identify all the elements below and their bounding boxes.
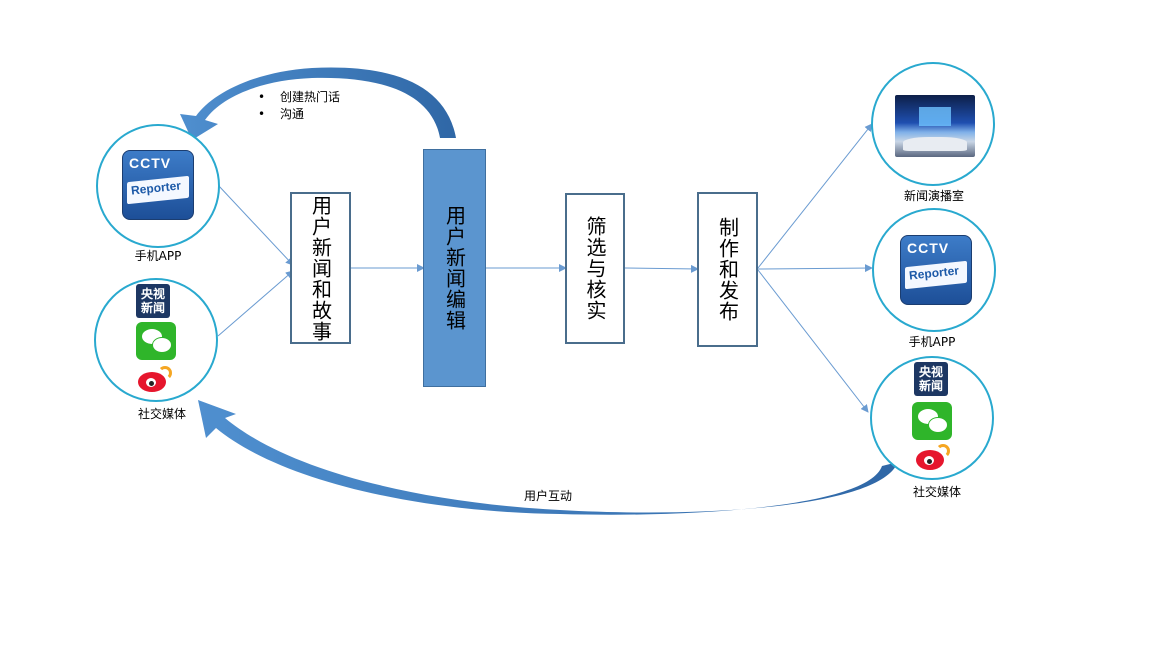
top-arrow-bullets: •创建热门话 •沟通 — [258, 88, 340, 122]
node-user-news-stories: 用户新闻和故事 — [290, 192, 351, 344]
cctv-reporter-icon: CCTV Reporter — [900, 235, 972, 305]
weibo-icon — [916, 444, 950, 470]
news-icon-line2: 新闻 — [918, 379, 943, 393]
wechat-icon — [136, 322, 176, 360]
connector-publish-to-app — [757, 264, 873, 273]
right-app-circle: CCTV Reporter — [872, 208, 996, 332]
node-publish-text: 制作和发布 — [715, 217, 740, 322]
node-filter-text: 筛选与核实 — [583, 216, 607, 321]
left-social-circle: 央视 新闻 — [94, 278, 218, 402]
bottom-arrow-label: 用户互动 — [523, 489, 573, 503]
bullet-text: 创建热门话 — [280, 90, 341, 104]
connector-app-to-stories — [217, 184, 294, 266]
connector-filter-to-publish — [624, 264, 699, 273]
left-app-circle: CCTV Reporter — [96, 124, 220, 248]
wechat-icon — [912, 402, 952, 440]
news-icon-line1: 央视 — [140, 287, 165, 301]
news-icon-line2: 新闻 — [140, 301, 165, 315]
cctv-news-icon: 央视 新闻 — [136, 284, 170, 318]
node-user-edit-text: 用户新闻编辑 — [442, 205, 467, 331]
connector-social-to-stories — [217, 270, 294, 337]
connector-publish-to-studio — [757, 123, 873, 269]
news-studio-image — [895, 95, 975, 157]
news-icon-line1: 央视 — [918, 365, 943, 379]
weibo-icon — [138, 366, 172, 392]
node-filter-verify: 筛选与核实 — [565, 193, 625, 344]
reporter-cctv-text: CCTV — [129, 155, 172, 171]
node-user-news-text: 用户新闻和故事 — [308, 194, 333, 342]
left-app-label: 手机APP — [134, 249, 182, 263]
bullet-item: •创建热门话 — [258, 90, 341, 104]
right-app-label: 手机APP — [908, 335, 956, 349]
top-curved-arrow — [180, 67, 456, 140]
bullet-item: •沟通 — [258, 107, 305, 121]
node-produce-publish: 制作和发布 — [697, 192, 758, 347]
node-user-news-edit: 用户新闻编辑 — [423, 149, 486, 387]
bottom-curved-arrow — [198, 400, 898, 515]
bullet-text: 沟通 — [280, 107, 305, 121]
left-social-label: 社交媒体 — [137, 407, 187, 421]
right-social-label: 社交媒体 — [912, 485, 962, 499]
connector-publish-to-social — [757, 269, 869, 413]
right-studio-circle — [871, 62, 995, 186]
cctv-reporter-icon: CCTV Reporter — [122, 150, 194, 220]
right-studio-label: 新闻演播室 — [903, 189, 965, 203]
right-social-circle: 央视 新闻 — [870, 356, 994, 480]
reporter-cctv-text: CCTV — [907, 240, 950, 256]
cctv-news-icon: 央视 新闻 — [914, 362, 948, 396]
